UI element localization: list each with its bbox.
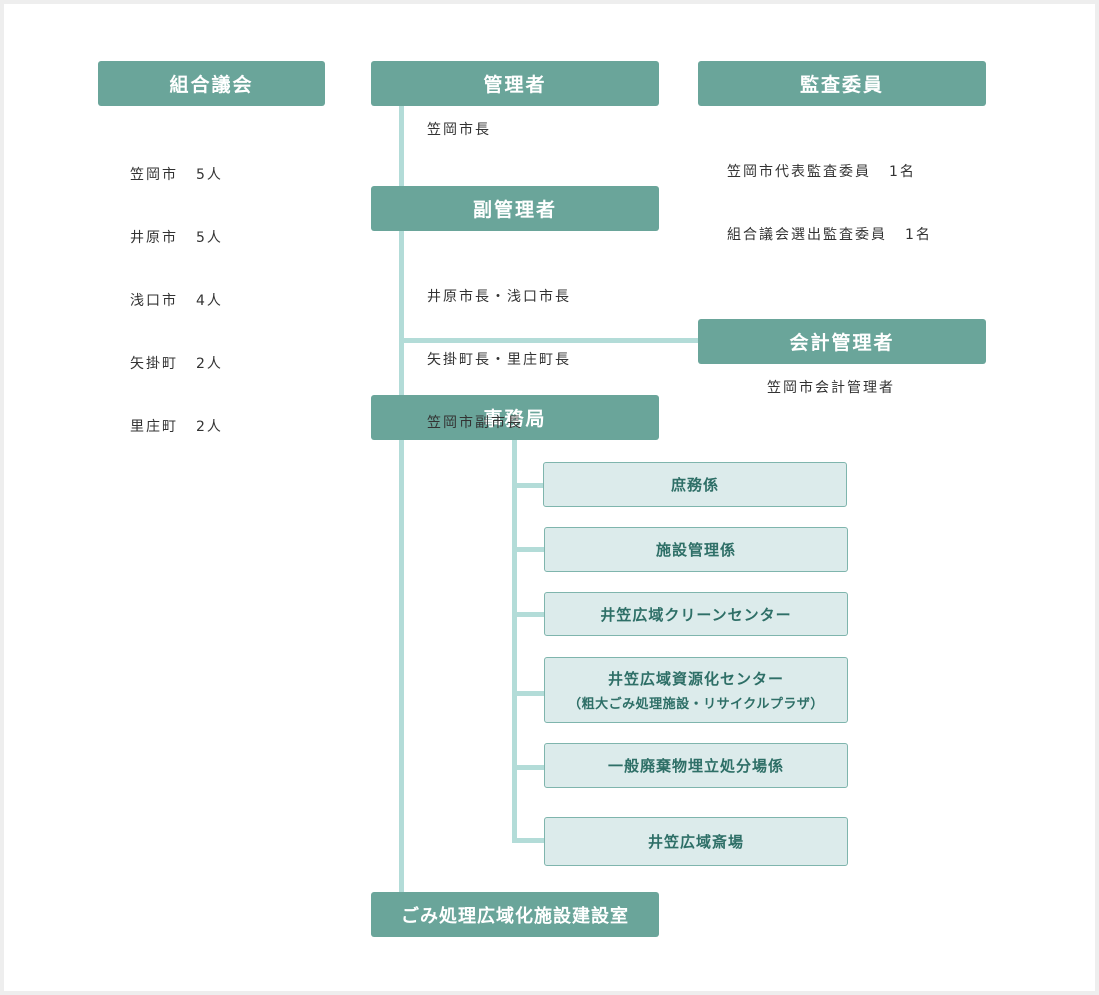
- vice-manager-line: 矢掛町長・里庄町長: [427, 352, 571, 368]
- auditor-count: 1名: [889, 164, 916, 180]
- section-recycling-center: 井笠広域資源化センター （粗大ごみ処理施設・リサイクルプラザ）: [544, 657, 848, 723]
- council-member-row: 矢掛町 2人: [130, 354, 223, 375]
- secretariat-connector-line: [512, 440, 517, 840]
- accounting-connector-line: [399, 338, 699, 343]
- section-label: 井笠広域資源化センター: [607, 670, 784, 688]
- construction-office-box: ごみ処理広域化施設建設室: [371, 892, 659, 937]
- member-count: 2人: [196, 419, 223, 435]
- council-member-list: 笠岡市 5人 井原市 5人 浅口市 4人 矢掛町 2人 里庄町 2人: [130, 123, 223, 480]
- council-member-row: 井原市 5人: [130, 228, 223, 249]
- section-label: 庶務係: [670, 476, 719, 494]
- council-member-row: 里庄町 2人: [130, 417, 223, 438]
- member-city: 矢掛町: [130, 356, 178, 372]
- council-member-row: 笠岡市 5人: [130, 165, 223, 186]
- section-general-affairs: 庶務係: [543, 462, 847, 507]
- member-count: 4人: [196, 293, 223, 309]
- section-label: 井笠広域クリーンセンター: [600, 605, 792, 624]
- main-connector-line: [399, 106, 404, 892]
- council-member-row: 浅口市 4人: [130, 291, 223, 312]
- member-count: 5人: [196, 167, 223, 183]
- auditor-box: 監査委員: [698, 61, 986, 106]
- member-city: 井原市: [130, 230, 178, 246]
- branch-line-3: [512, 612, 544, 617]
- branch-line-4: [512, 691, 544, 696]
- vice-manager-box: 副管理者: [371, 186, 659, 231]
- auditor-description: 笠岡市代表監査委員 1名 組合議会選出監査委員 1名: [727, 120, 932, 288]
- section-sublabel: （粗大ごみ処理施設・リサイクルプラザ）: [568, 697, 824, 712]
- auditor-label: 組合議会選出監査委員: [727, 227, 887, 243]
- section-clean-center: 井笠広域クリーンセンター: [544, 592, 848, 636]
- section-label: 一般廃棄物埋立処分場係: [607, 757, 784, 775]
- accounting-description: 笠岡市会計管理者: [767, 380, 895, 396]
- vice-manager-line: 笠岡市副市長: [427, 415, 523, 431]
- branch-line-6: [512, 838, 544, 843]
- branch-line-5: [512, 765, 544, 770]
- auditor-label: 笠岡市代表監査委員: [727, 164, 871, 180]
- manager-description: 笠岡市長: [427, 122, 491, 138]
- org-chart: 組合議会 管理者 監査委員 副管理者 会計管理者 事務局 ごみ処理広域化施設建設…: [4, 4, 1095, 991]
- branch-line-1: [512, 483, 544, 488]
- vice-manager-line: 井原市長・浅口市長: [427, 289, 571, 305]
- vice-manager-description: 井原市長・浅口市長 矢掛町長・里庄町長 笠岡市副市長: [427, 245, 571, 476]
- member-city: 里庄町: [130, 419, 178, 435]
- section-landfill: 一般廃棄物埋立処分場係: [544, 743, 848, 788]
- section-facility-management: 施設管理係: [544, 527, 848, 572]
- auditor-count: 1名: [905, 227, 932, 243]
- auditor-row: 笠岡市代表監査委員 1名: [727, 162, 932, 183]
- section-crematorium: 井笠広域斎場: [544, 817, 848, 866]
- member-city: 浅口市: [130, 293, 178, 309]
- member-count: 2人: [196, 356, 223, 372]
- section-label: 施設管理係: [655, 541, 736, 559]
- member-count: 5人: [196, 230, 223, 246]
- manager-box: 管理者: [371, 61, 659, 106]
- section-label: 井笠広域斎場: [647, 833, 744, 851]
- auditor-row: 組合議会選出監査委員 1名: [727, 225, 932, 246]
- accounting-manager-box: 会計管理者: [698, 319, 986, 364]
- member-city: 笠岡市: [130, 167, 178, 183]
- branch-line-2: [512, 547, 544, 552]
- secretariat-box: 事務局: [371, 395, 659, 440]
- council-box: 組合議会: [98, 61, 325, 106]
